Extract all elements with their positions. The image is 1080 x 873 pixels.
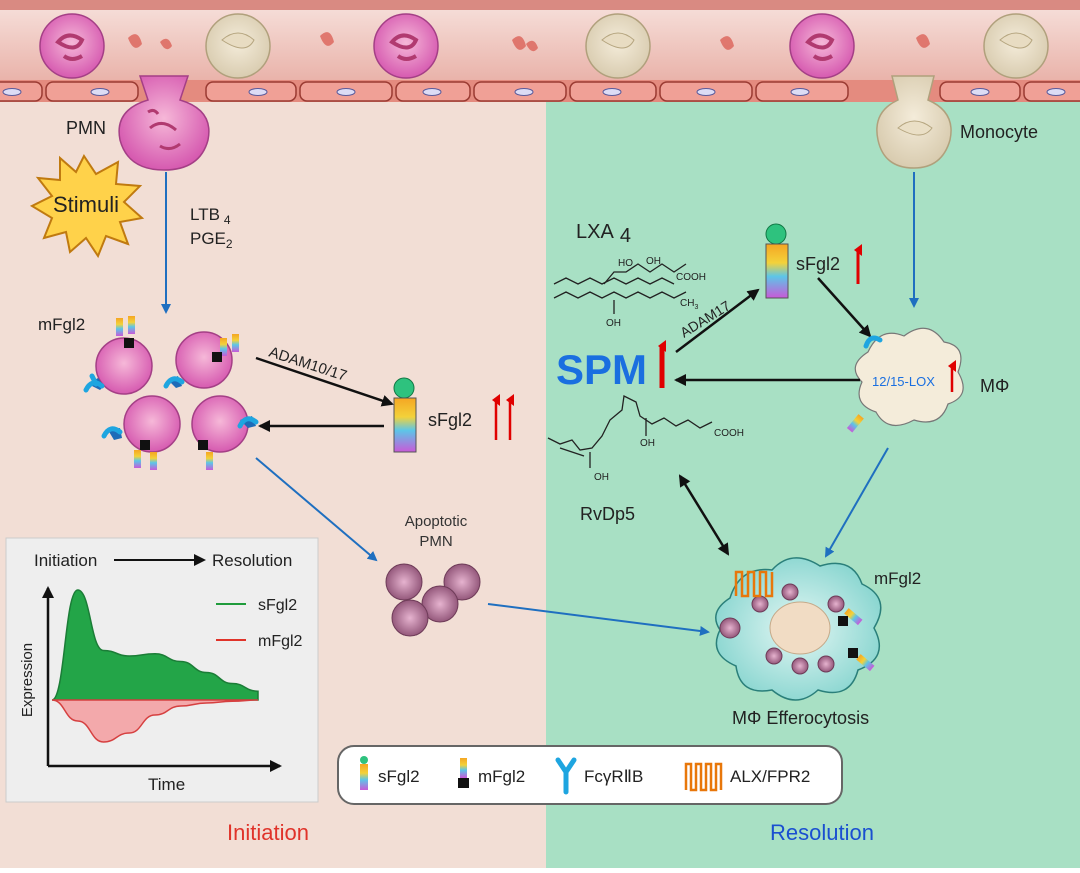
blood-vessel xyxy=(0,0,1080,102)
legend-sfgl2-icon xyxy=(360,756,368,790)
rvdp5-cooh: COOH xyxy=(714,428,744,439)
arrow-apoptotic-to-efferocytosis xyxy=(487,603,710,636)
mfgl2-right-label: mFgl2 xyxy=(874,569,921,588)
legend-fcgr: FcγRⅡB xyxy=(584,767,643,786)
resolution-panel xyxy=(546,0,1080,868)
rvdp5-oh2: OH xyxy=(594,472,609,483)
lox-label: 12/15-LOX xyxy=(872,374,935,389)
legend-mfgl2-icon xyxy=(458,758,469,788)
legend-mfgl2: mFgl2 xyxy=(478,767,525,786)
efferocytosing-macrophage xyxy=(715,557,882,701)
resolution-title: Resolution xyxy=(770,820,874,845)
lxa4-structure xyxy=(553,263,687,314)
sfgl2-right-molecule xyxy=(765,223,789,299)
macrophage-label: MΦ xyxy=(980,376,1009,396)
rvdp5-label: RvDp5 xyxy=(580,504,635,524)
lxa4-ho: HO xyxy=(618,258,633,269)
lxa4-oh1: OH xyxy=(646,256,661,267)
sfgl2-right-label: sFgl2 xyxy=(796,254,840,274)
expression-inset: Initiation Resolution sFgl2 mFgl2 Expres… xyxy=(5,537,319,803)
sfgl2-left-molecule xyxy=(393,377,417,453)
circulating-pmn-cells xyxy=(39,13,855,79)
rvdp5-oh1: OH xyxy=(640,438,655,449)
mfgl2-area xyxy=(51,699,259,743)
mfgl2-left-label: mFgl2 xyxy=(38,315,85,334)
spm-label: SPM xyxy=(556,346,647,393)
arrow-macrophage-to-efferocytosis xyxy=(825,447,889,558)
inset-from: Initiation xyxy=(34,551,97,570)
inset-to: Resolution xyxy=(212,551,292,570)
rvdp5-structure xyxy=(547,395,713,468)
macrophage xyxy=(846,327,964,433)
arrow-pmn-to-apoptosis xyxy=(255,457,378,562)
extravasating-monocyte xyxy=(876,75,952,169)
initiation-title: Initiation xyxy=(227,820,309,845)
lxa4-oh2: OH xyxy=(606,318,621,329)
lxa4-ch3: CH3 xyxy=(680,298,698,311)
legend-alx: ALX/FPR2 xyxy=(730,767,810,786)
legend-m-label: mFgl2 xyxy=(258,633,303,650)
stimuli-starburst: Stimuli xyxy=(29,154,145,259)
lxa4-cooh: COOH xyxy=(676,272,706,283)
arrow-rvdp5-efferocytosis xyxy=(678,474,730,556)
arrow-sfgl2-to-macrophage xyxy=(817,277,872,338)
apoptotic-label-1: Apoptotic xyxy=(405,513,468,530)
arrow-adam1017-shedding xyxy=(255,356,394,407)
stimuli-label: Stimuli xyxy=(53,192,119,217)
sfgl2-left-label: sFgl2 xyxy=(428,410,472,430)
legend-box: sFgl2 mFgl2 FcγRⅡB ALX/FPR2 xyxy=(337,745,843,805)
sfgl2-area xyxy=(51,589,259,701)
inset-xlabel: Time xyxy=(148,775,185,794)
legend-fcgr-icon xyxy=(555,757,577,795)
circulating-monocytes xyxy=(205,13,1049,79)
monocyte-label: Monocyte xyxy=(960,122,1038,142)
legend-sfgl2: sFgl2 xyxy=(378,767,420,786)
extravasating-pmn xyxy=(118,75,210,171)
apoptotic-label-2: PMN xyxy=(419,533,452,550)
pmn-label: PMN xyxy=(66,118,106,138)
efferocytosis-label: MΦ Efferocytosis xyxy=(732,708,869,728)
activated-pmn-cluster xyxy=(83,316,259,470)
apoptotic-pmn-cells xyxy=(385,563,481,637)
inset-ylabel: Expression xyxy=(19,643,36,717)
legend-s-label: sFgl2 xyxy=(258,597,297,614)
pge2-label: PGE2 xyxy=(190,229,233,251)
legend-alx-icon xyxy=(684,762,723,792)
arrow-adam17 xyxy=(675,288,760,353)
